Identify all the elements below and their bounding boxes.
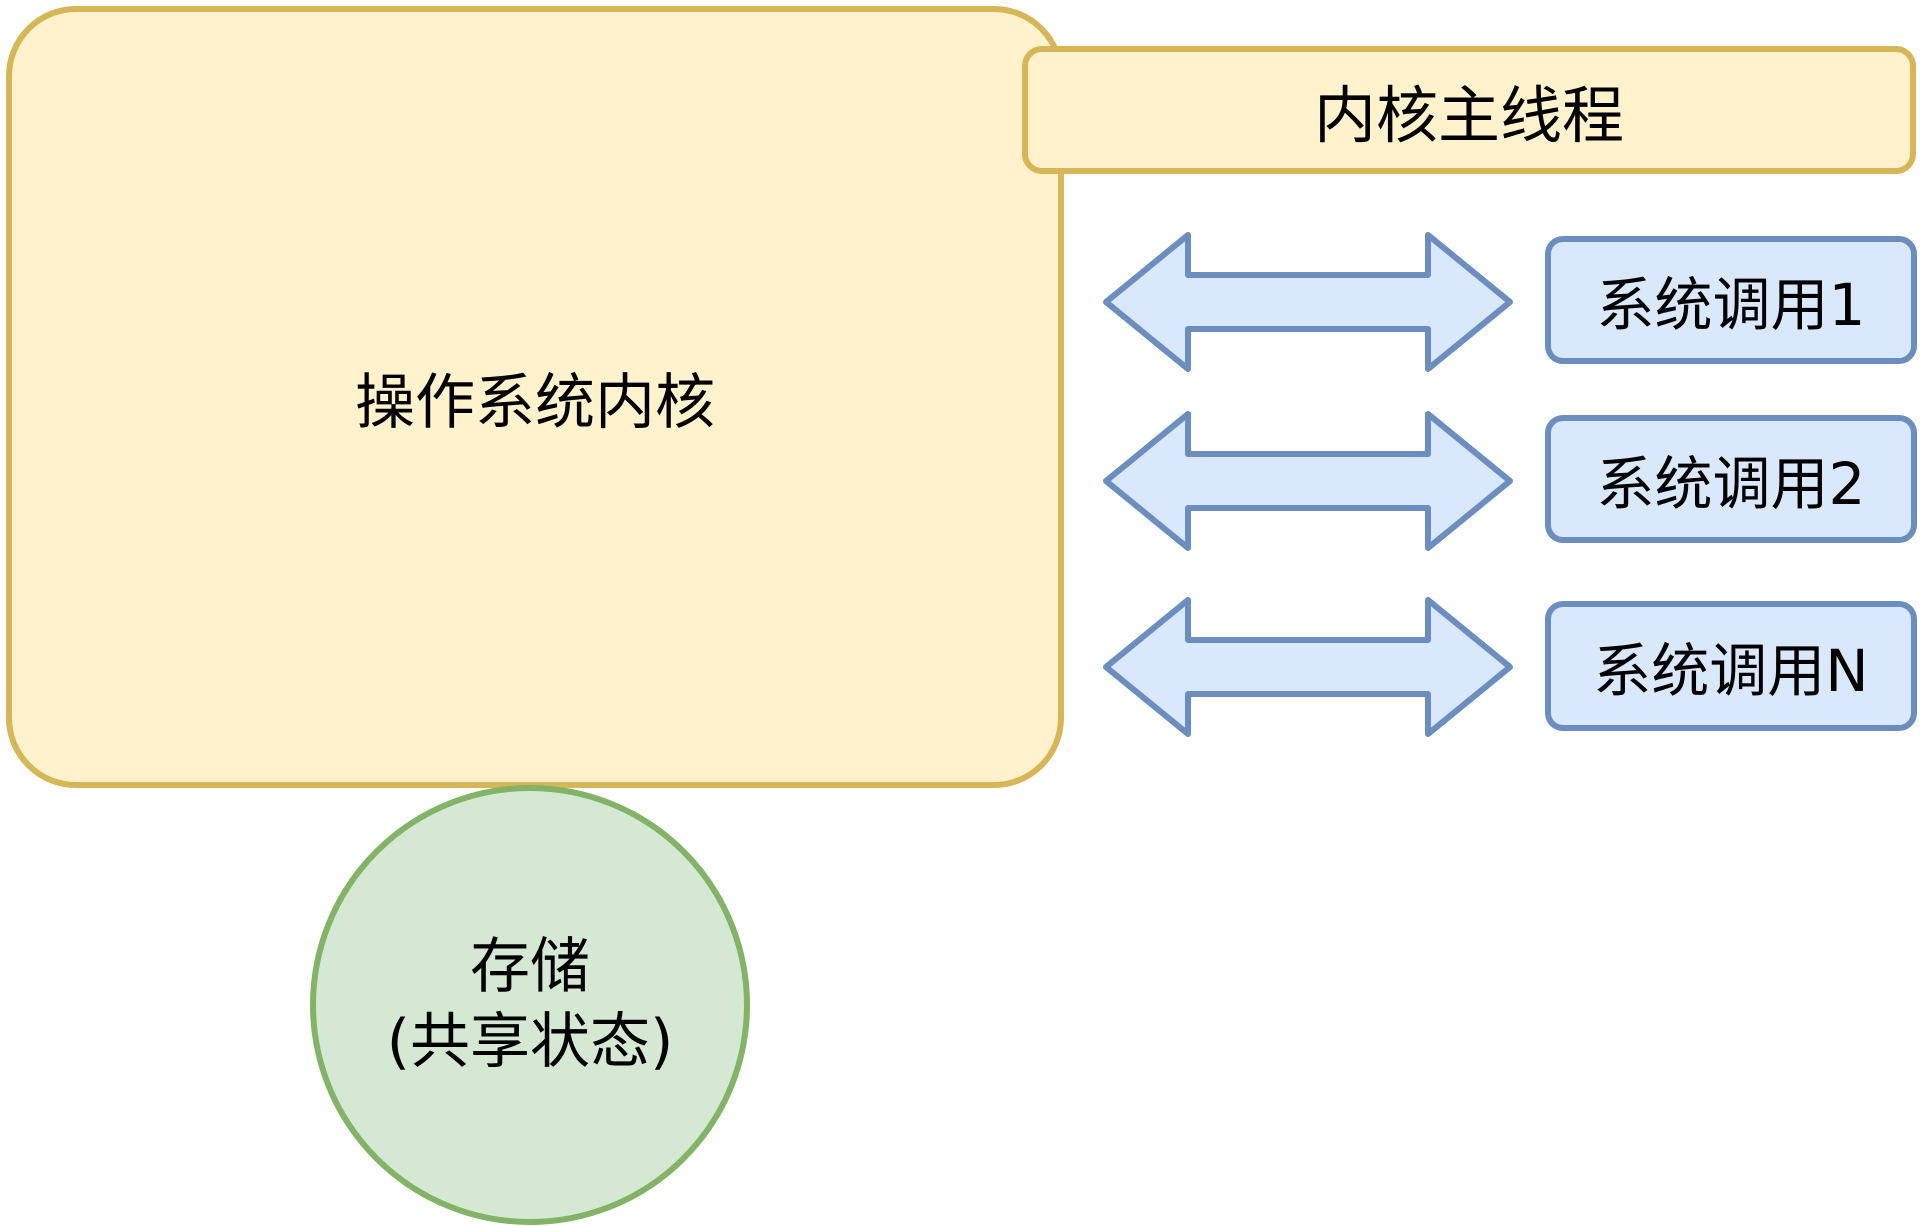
thread-label: 内核主线程 [1313, 79, 1624, 152]
kernel-label: 操作系统内核 [355, 367, 715, 438]
syscall-label: 系统调用2 [1596, 450, 1866, 518]
bidirectional-arrow-1 [1103, 232, 1513, 372]
syscall-box-2: 系统调用2 [1545, 415, 1917, 543]
kernel-main-thread-box: 内核主线程 [1022, 46, 1916, 174]
storage-circle: 存储 (共享状态) [310, 785, 750, 1225]
syscall-box-n: 系统调用N [1545, 601, 1917, 731]
storage-sublabel: (共享状态) [386, 1007, 674, 1077]
kernel-box: 操作系统内核 [6, 6, 1064, 788]
bidirectional-arrow-2 [1103, 411, 1513, 551]
bidirectional-arrow-3 [1103, 597, 1513, 737]
syscall-label: 系统调用N [1593, 637, 1869, 705]
storage-label: 存储 [470, 932, 590, 1002]
syscall-box-1: 系统调用1 [1545, 236, 1917, 364]
syscall-label: 系统调用1 [1596, 271, 1866, 339]
